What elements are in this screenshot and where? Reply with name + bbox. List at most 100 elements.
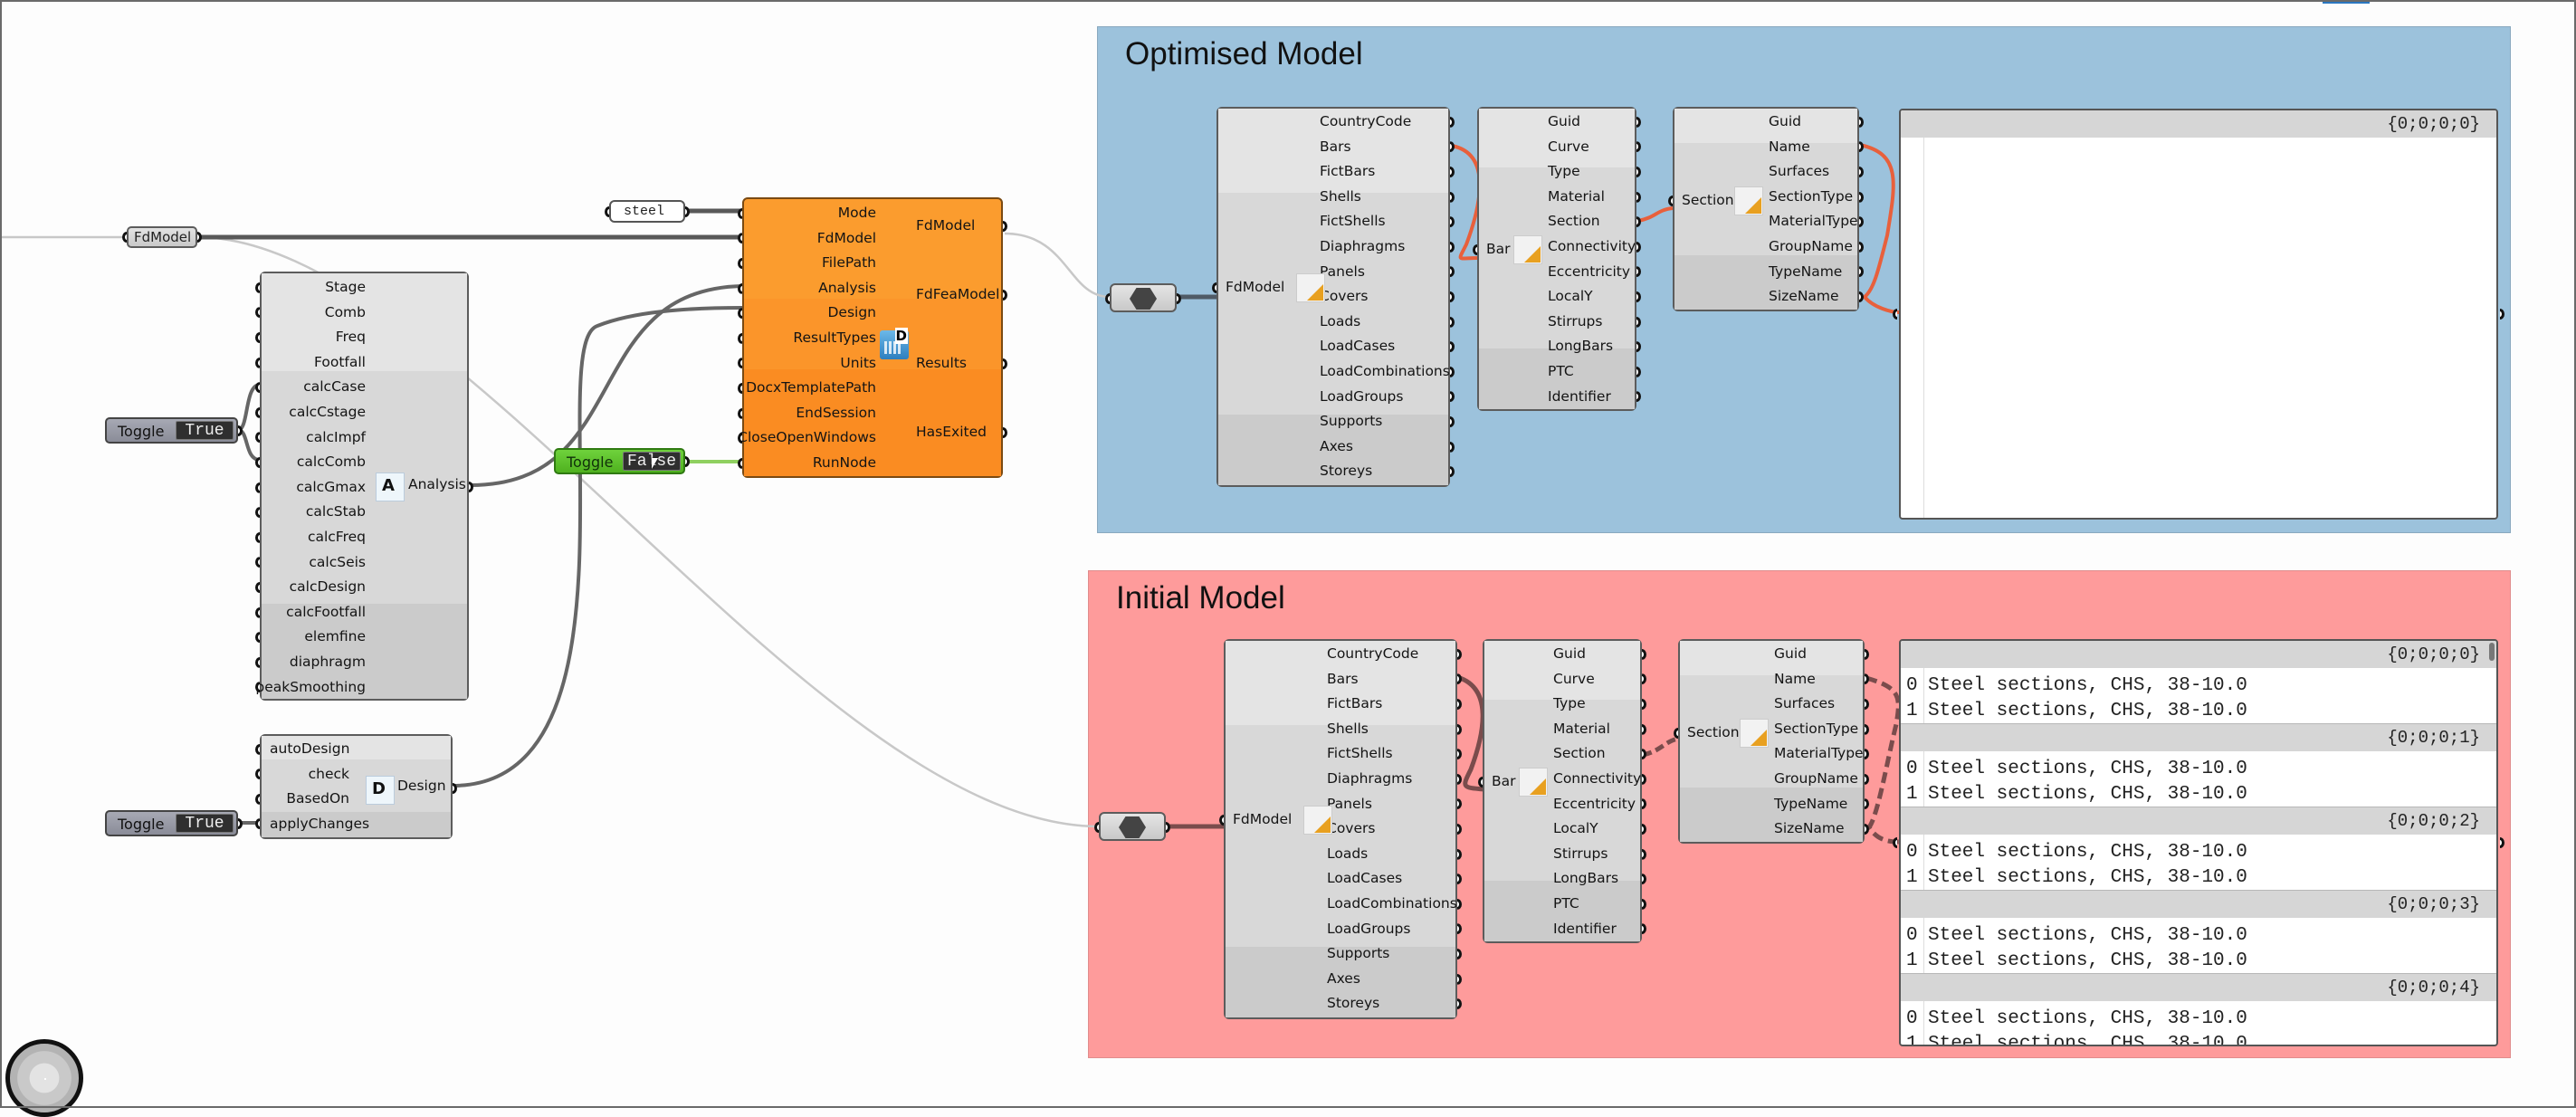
pipe-input-closeopenwindows[interactable]: CloseOpenWindows: [738, 425, 1001, 451]
opt-section-output-typename[interactable]: TypeName: [1674, 260, 1864, 285]
init-model-input-grip[interactable]: [1219, 815, 1224, 826]
pipe-input-fdmodel[interactable]: FdModel: [738, 226, 1001, 252]
opt-model-input-grip[interactable]: [1212, 282, 1216, 293]
init-section-output-grip[interactable]: [1865, 773, 1869, 785]
init-bar-output-grip[interactable]: [1642, 898, 1646, 910]
toggle-analysis-grip[interactable]: [238, 425, 243, 436]
opt-model-output-axes[interactable]: Axes: [1218, 434, 1455, 460]
init-bar-output-grip[interactable]: [1642, 648, 1646, 660]
design-input-grip[interactable]: [255, 769, 260, 780]
canvas-navigation-wheel[interactable]: [5, 1039, 83, 1117]
opt-bar-output-grip[interactable]: [1636, 116, 1641, 128]
init-bar-output-identifier[interactable]: Identifier: [1484, 917, 1646, 942]
opt-bar-output-grip[interactable]: [1636, 191, 1641, 203]
analysis-input-calccomb[interactable]: calcComb: [255, 450, 467, 475]
opt-model-output-fictshells[interactable]: FictShells: [1218, 209, 1455, 234]
opt-model-output-grip[interactable]: [1450, 341, 1455, 353]
opt-section-output-grip[interactable]: [1859, 241, 1864, 253]
pipe-output-results[interactable]: Results: [744, 351, 1007, 377]
init-model-output-grip[interactable]: [1457, 798, 1462, 810]
analysis-input-calcstab[interactable]: calcStab: [255, 500, 467, 525]
opt-bar-input-grip[interactable]: [1473, 244, 1477, 255]
init-model-output-loads[interactable]: Loads: [1226, 842, 1462, 867]
opt-model-output-grip[interactable]: [1450, 216, 1455, 228]
init-model-output-grip[interactable]: [1457, 723, 1462, 735]
init-bar-output-longbars[interactable]: LongBars: [1484, 866, 1646, 892]
init-section-output-grip[interactable]: [1865, 823, 1869, 835]
pipe-output-fdmodel[interactable]: FdModel: [744, 214, 1007, 239]
toggle-run-node[interactable]: Toggle False: [554, 448, 690, 474]
opt-model-output-grip[interactable]: [1450, 441, 1455, 453]
init-model-output-grip[interactable]: [1457, 773, 1462, 785]
init-section-output-groupname[interactable]: GroupName: [1680, 767, 1869, 792]
pipe-output-grip[interactable]: [1003, 290, 1007, 301]
opt-model-output-storeys[interactable]: Storeys: [1218, 459, 1455, 484]
mode-panel-input-grip[interactable]: [605, 206, 609, 217]
pipe-input-analysis[interactable]: Analysis: [738, 276, 1001, 301]
analysis-input-stage[interactable]: Stage: [255, 275, 467, 301]
analysis-input-grip[interactable]: [255, 357, 260, 368]
init-section-output-surfaces[interactable]: Surfaces: [1680, 692, 1869, 717]
analysis-input-elemfine[interactable]: elemfine: [255, 625, 467, 650]
initial-param-in-grip[interactable]: [1094, 822, 1099, 833]
design-input-grip[interactable]: [255, 743, 260, 755]
opt-section-output-guid[interactable]: Guid: [1674, 110, 1864, 135]
init-bar-output-grip[interactable]: [1642, 673, 1646, 685]
optimised-param-in-grip[interactable]: [1105, 293, 1110, 304]
panel-output-grip[interactable]: [2500, 309, 2504, 320]
init-bar-output-guid[interactable]: Guid: [1484, 642, 1646, 667]
opt-bar-output-longbars[interactable]: LongBars: [1479, 334, 1641, 359]
opt-bar-output-grip[interactable]: [1636, 241, 1641, 253]
analysis-input-grip[interactable]: [255, 406, 260, 418]
design-input-applychanges[interactable]: applyChanges: [255, 812, 451, 837]
opt-section-output-sizename[interactable]: SizeName: [1674, 284, 1864, 310]
init-section-output-sizename[interactable]: SizeName: [1680, 816, 1869, 842]
opt-model-output-grip[interactable]: [1450, 166, 1455, 177]
opt-bar-output-identifier[interactable]: Identifier: [1479, 385, 1641, 410]
init-model-output-grip[interactable]: [1457, 848, 1462, 860]
init-section-output-grip[interactable]: [1865, 723, 1869, 735]
pipe-input-mode[interactable]: Mode: [738, 201, 1001, 226]
pipe-input-grip[interactable]: [738, 358, 742, 369]
analysis-output-grip[interactable]: [469, 482, 473, 492]
panel-scrollbar[interactable]: [2489, 643, 2495, 661]
init-bar-output-curve[interactable]: Curve: [1484, 667, 1646, 692]
analysis-input-calcfreq[interactable]: calcFreq: [255, 525, 467, 550]
init-section-output-grip[interactable]: [1865, 648, 1869, 660]
design-input-grip[interactable]: [255, 793, 260, 805]
init-model-output-covers[interactable]: Covers: [1226, 816, 1462, 842]
toggle-design-value[interactable]: True: [176, 814, 234, 833]
optimised-param-out-grip[interactable]: [1177, 293, 1181, 304]
init-model-output-grip[interactable]: [1457, 648, 1462, 660]
design-input-grip[interactable]: [255, 818, 260, 830]
design-input-autodesign[interactable]: autoDesign: [255, 737, 451, 762]
opt-section-output-grip[interactable]: [1859, 291, 1864, 302]
opt-section-output-surfaces[interactable]: Surfaces: [1674, 159, 1864, 185]
init-model-output-fictshells[interactable]: FictShells: [1226, 741, 1462, 767]
init-bar-output-localy[interactable]: LocalY: [1484, 816, 1646, 842]
design-output-grip[interactable]: [453, 783, 457, 794]
init-bar-output-grip[interactable]: [1642, 773, 1646, 785]
init-section-input-grip[interactable]: [1674, 728, 1678, 739]
init-section-output-materialtype[interactable]: MaterialType: [1680, 741, 1869, 767]
init-section-output-grip[interactable]: [1865, 673, 1869, 685]
optimised-panel[interactable]: {0;0;0;0}: [1899, 109, 2498, 520]
init-section-output-grip[interactable]: [1865, 749, 1869, 760]
toggle-run-grip[interactable]: [685, 456, 690, 467]
init-bar-output-grip[interactable]: [1642, 749, 1646, 760]
opt-model-output-supports[interactable]: Supports: [1218, 409, 1455, 434]
opt-section-output-grip[interactable]: [1859, 216, 1864, 228]
opt-model-output-bars[interactable]: Bars: [1218, 135, 1455, 160]
init-section-output-name[interactable]: Name: [1680, 667, 1869, 692]
fdmodel-param[interactable]: FdModel: [122, 226, 202, 248]
init-model-output-loadgroups[interactable]: LoadGroups: [1226, 917, 1462, 942]
opt-section-output-materialtype[interactable]: MaterialType: [1674, 209, 1864, 234]
init-bar-output-section[interactable]: Section: [1484, 741, 1646, 767]
opt-bar-output-type[interactable]: Type: [1479, 159, 1641, 185]
opt-bar-output-grip[interactable]: [1636, 291, 1641, 302]
analysis-input-grip[interactable]: [255, 507, 260, 519]
init-model-output-grip[interactable]: [1457, 823, 1462, 835]
